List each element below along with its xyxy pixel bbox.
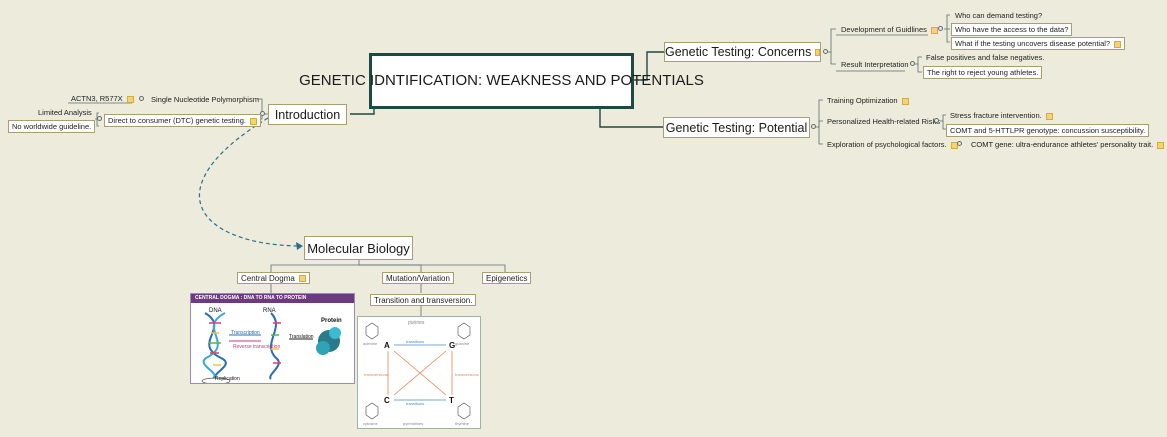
- transitions-top-label: transitions: [406, 339, 425, 344]
- transition-transversion-image[interactable]: purines A G C T transitions transitions …: [357, 316, 481, 429]
- noguide-topic[interactable]: No worldwide guideline.: [8, 120, 96, 133]
- purines-label: purines: [408, 320, 425, 326]
- training-label: Training Optimization: [827, 96, 898, 105]
- note-icon[interactable]: [1114, 40, 1122, 48]
- health-h1-label: Stress fracture intervention.: [950, 111, 1042, 120]
- transitions-bottom-label: transitions: [406, 401, 425, 406]
- training-topic[interactable]: Training Optimization: [824, 95, 912, 106]
- image-header: CENTRAL DOGMA : DNA TO RNA TO PROTEIN: [191, 294, 354, 303]
- thymine-label: thymine: [455, 421, 470, 426]
- snp-topic[interactable]: Single Nucleotide Polymorphism: [148, 94, 262, 105]
- health-h1[interactable]: Stress fracture intervention.: [947, 110, 1056, 121]
- guidelines-topic[interactable]: Development of Guidlines: [838, 24, 941, 35]
- collapse-toggle[interactable]: [97, 116, 102, 121]
- result-label: Result Interpretation: [841, 60, 909, 69]
- concern-q2-label: Who have the access to the data?: [955, 25, 1069, 34]
- transcription-label: Transcription: [231, 330, 260, 336]
- snp-label: Single Nucleotide Polymorphism: [151, 95, 259, 104]
- transition-topic[interactable]: Transition and transversion.: [370, 294, 477, 306]
- guanine-label: guanine: [455, 341, 470, 346]
- dtc-topic[interactable]: Direct to consumer (DTC) genetic testing…: [104, 114, 261, 127]
- reverse-transcription-label: Reverse transcription: [233, 344, 281, 350]
- epigenetics-label: Epigenetics: [486, 274, 528, 283]
- concern-q2[interactable]: Who have the access to the data?: [951, 23, 1073, 36]
- concern-q3-label: What if the testing uncovers disease pot…: [955, 39, 1111, 48]
- result-topic[interactable]: Result Interpretation: [838, 59, 912, 70]
- rna-label: RNA: [263, 308, 276, 314]
- transversions-right-label: transversions: [455, 372, 479, 377]
- result-r2[interactable]: The right to reject young athletes.: [923, 66, 1043, 79]
- limited-topic[interactable]: Limited Analysis: [35, 107, 95, 118]
- noguide-label: No worldwide guideline.: [12, 122, 92, 131]
- central-dogma-label: Central Dogma: [241, 274, 295, 283]
- collapse-toggle[interactable]: [934, 118, 939, 123]
- collapse-toggle[interactable]: [811, 124, 816, 129]
- base-c: C: [384, 396, 390, 405]
- base-substitution-diagram: [365, 322, 471, 420]
- note-icon[interactable]: [815, 48, 820, 56]
- dna-label: DNA: [209, 308, 222, 314]
- psych-p1-label: COMT gene: ultra-endurance athletes' per…: [971, 140, 1154, 149]
- collapse-toggle[interactable]: [910, 61, 915, 66]
- transition-label: Transition and transversion.: [374, 296, 473, 305]
- concern-q1-label: Who can demand testing?: [955, 11, 1043, 20]
- collapse-toggle[interactable]: [139, 96, 144, 101]
- cytosine-label: cytosine: [363, 421, 378, 426]
- central-title: GENETIC IDNTIFICATION: WEAKNESS AND POTE…: [299, 72, 704, 89]
- mutation-topic[interactable]: Mutation/Variation: [382, 272, 454, 284]
- adenine-label: adenine: [363, 341, 378, 346]
- central-dogma-topic[interactable]: Central Dogma: [237, 272, 310, 284]
- note-icon[interactable]: [901, 97, 909, 105]
- result-r1-label: False positives and false negatives.: [926, 53, 1045, 62]
- limited-label: Limited Analysis: [38, 108, 92, 117]
- psych-label: Exploration of psychological factors.: [827, 140, 947, 149]
- dtc-label: Direct to consumer (DTC) genetic testing…: [108, 116, 246, 125]
- health-h2-label: COMT and 5-HTTLPR genotype: concussion s…: [950, 126, 1146, 135]
- collapse-toggle[interactable]: [938, 26, 943, 31]
- transversions-left-label: transversions: [364, 372, 388, 377]
- note-icon[interactable]: [930, 26, 938, 34]
- health-label: Personalized Health-related Risks: [827, 117, 940, 126]
- concern-q1[interactable]: Who can demand testing?: [952, 10, 1045, 21]
- base-a: A: [384, 341, 390, 350]
- replication-label: Replication: [215, 376, 240, 382]
- dna-rna-illustration: [201, 312, 341, 383]
- health-topic[interactable]: Personalized Health-related Risks: [824, 116, 943, 127]
- note-icon[interactable]: [1157, 141, 1165, 149]
- molecular-biology-node[interactable]: Molecular Biology: [304, 236, 413, 260]
- note-icon[interactable]: [1045, 112, 1053, 120]
- health-h2[interactable]: COMT and 5-HTTLPR genotype: concussion s…: [946, 124, 1150, 137]
- potential-title: Genetic Testing: Potential: [665, 120, 808, 135]
- collapse-toggle[interactable]: [957, 141, 962, 146]
- central-topic[interactable]: GENETIC IDNTIFICATION: WEAKNESS AND POTE…: [299, 53, 704, 109]
- result-r2-label: The right to reject young athletes.: [927, 68, 1039, 77]
- concerns-node[interactable]: Genetic Testing: Concerns: [664, 42, 821, 62]
- concern-q3[interactable]: What if the testing uncovers disease pot…: [951, 37, 1126, 50]
- actn3-label: ACTN3, R577X: [71, 94, 123, 103]
- guidelines-label: Development of Guidlines: [841, 25, 927, 34]
- pyrimidines-label: pyrimidines: [403, 421, 424, 426]
- base-t: T: [449, 396, 454, 405]
- note-icon[interactable]: [126, 95, 134, 103]
- psych-topic[interactable]: Exploration of psychological factors.: [824, 139, 961, 150]
- base-g: G: [449, 341, 456, 350]
- protein-label: Protein: [321, 318, 342, 324]
- psych-p1[interactable]: COMT gene: ultra-endurance athletes' per…: [968, 139, 1167, 150]
- concerns-title: Genetic Testing: Concerns: [665, 45, 812, 59]
- introduction-node[interactable]: Introduction: [268, 104, 347, 125]
- potential-node[interactable]: Genetic Testing: Potential: [663, 117, 810, 138]
- collapse-toggle[interactable]: [260, 111, 265, 116]
- actn3-topic[interactable]: ACTN3, R577X: [68, 93, 137, 104]
- introduction-title: Introduction: [274, 107, 341, 122]
- translation-label: Translation: [289, 334, 314, 340]
- epigenetics-topic[interactable]: Epigenetics: [482, 272, 532, 284]
- central-dogma-image[interactable]: CENTRAL DOGMA : DNA TO RNA TO PROTEIN DN…: [190, 293, 355, 384]
- note-icon[interactable]: [249, 117, 257, 125]
- note-icon[interactable]: [298, 275, 306, 283]
- molecular-biology-title: Molecular Biology: [307, 240, 410, 256]
- result-r1[interactable]: False positives and false negatives.: [923, 52, 1047, 63]
- collapse-toggle[interactable]: [823, 49, 828, 54]
- mutation-label: Mutation/Variation: [386, 274, 450, 283]
